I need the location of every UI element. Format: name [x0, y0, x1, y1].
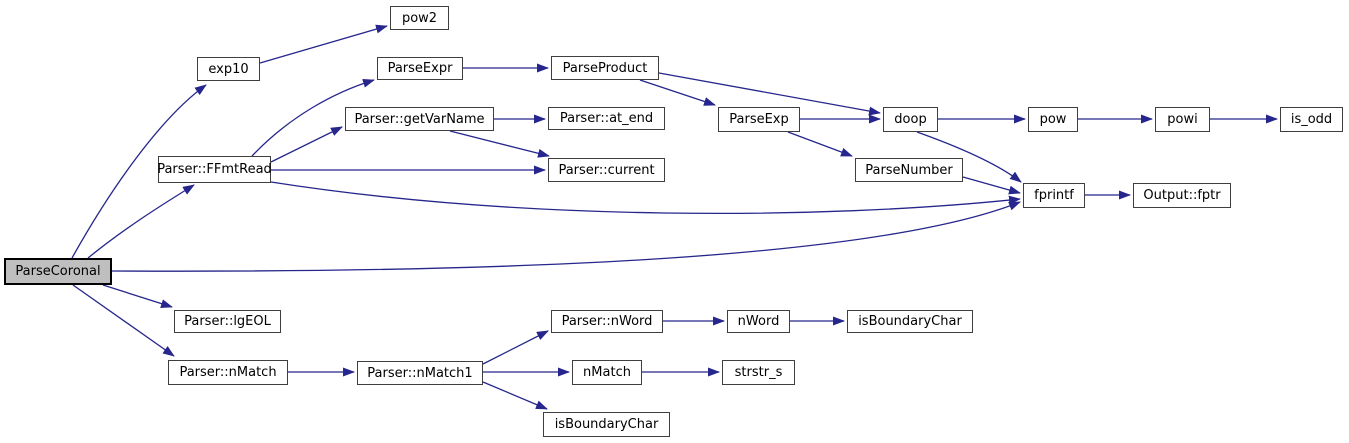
edge-group	[71, 24, 1278, 410]
node-at_end[interactable]: Parser::at_end	[548, 107, 665, 130]
edge-ParseExp-to-ParseNumber	[787, 131, 853, 157]
edge-getVarName-to-current	[449, 130, 550, 158]
node-ParseCoronal: ParseCoronal	[4, 258, 112, 285]
node-FFmtRead[interactable]: Parser::FFmtRead	[157, 156, 272, 183]
node-isBoundaryChar1[interactable]: isBoundaryChar	[847, 310, 973, 333]
edge-FFmtRead-to-ParseExpr	[251, 78, 375, 157]
node-lgEOL[interactable]: Parser::lgEOL	[174, 310, 281, 333]
edge-ParseProduct-to-ParseExp	[639, 79, 716, 106]
edge-FFmtRead-to-getVarName	[270, 126, 343, 163]
node-powi[interactable]: powi	[1155, 107, 1210, 132]
node-isBoundaryChar2[interactable]: isBoundaryChar	[543, 412, 670, 437]
edge-ParseCoronal-to-fprintf	[111, 201, 1021, 272]
edge-ParseCoronal-to-FFmtRead	[87, 184, 195, 259]
edge-nMatch1-to-isBoundaryChar2	[482, 381, 548, 410]
node-nWord[interactable]: nWord	[727, 310, 790, 333]
edge-ParseNumber-to-fprintf	[962, 176, 1021, 195]
node-nMatch[interactable]: nMatch	[572, 360, 642, 385]
node-nWordP[interactable]: Parser::nWord	[551, 310, 663, 333]
node-pow2[interactable]: pow2	[390, 6, 449, 30]
edge-ParseCoronal-to-lgEOL	[102, 284, 173, 308]
node-pow[interactable]: pow	[1028, 107, 1078, 132]
node-ParseNumber[interactable]: ParseNumber	[855, 158, 963, 182]
node-ParseExp[interactable]: ParseExp	[718, 107, 800, 132]
node-is_odd[interactable]: is_odd	[1280, 107, 1343, 132]
node-doop[interactable]: doop	[883, 107, 938, 132]
node-getVarName[interactable]: Parser::getVarName	[345, 107, 494, 131]
node-fptr[interactable]: Output::fptr	[1133, 183, 1231, 208]
node-ParseExpr[interactable]: ParseExpr	[377, 57, 463, 80]
edge-exp10-to-pow2	[259, 24, 388, 64]
node-nMatch1[interactable]: Parser::nMatch1	[357, 361, 483, 385]
edge-FFmtRead-to-fprintf	[270, 181, 1021, 215]
node-exp10[interactable]: exp10	[197, 57, 260, 81]
node-strstr_s[interactable]: strstr_s	[722, 360, 795, 385]
edge-nMatch1-to-nWordP	[482, 330, 549, 365]
node-nMatchP[interactable]: Parser::nMatch	[168, 360, 288, 385]
edge-ParseCoronal-to-exp10	[71, 84, 207, 259]
node-current[interactable]: Parser::current	[548, 158, 665, 182]
edge-doop-to-fprintf	[916, 131, 1022, 183]
node-fprintf[interactable]: fprintf	[1023, 183, 1085, 208]
edge-ParseProduct-to-doop	[658, 72, 881, 116]
edge-ParseCoronal-to-nMatchP	[72, 284, 175, 357]
node-ParseProduct[interactable]: ParseProduct	[551, 56, 659, 80]
